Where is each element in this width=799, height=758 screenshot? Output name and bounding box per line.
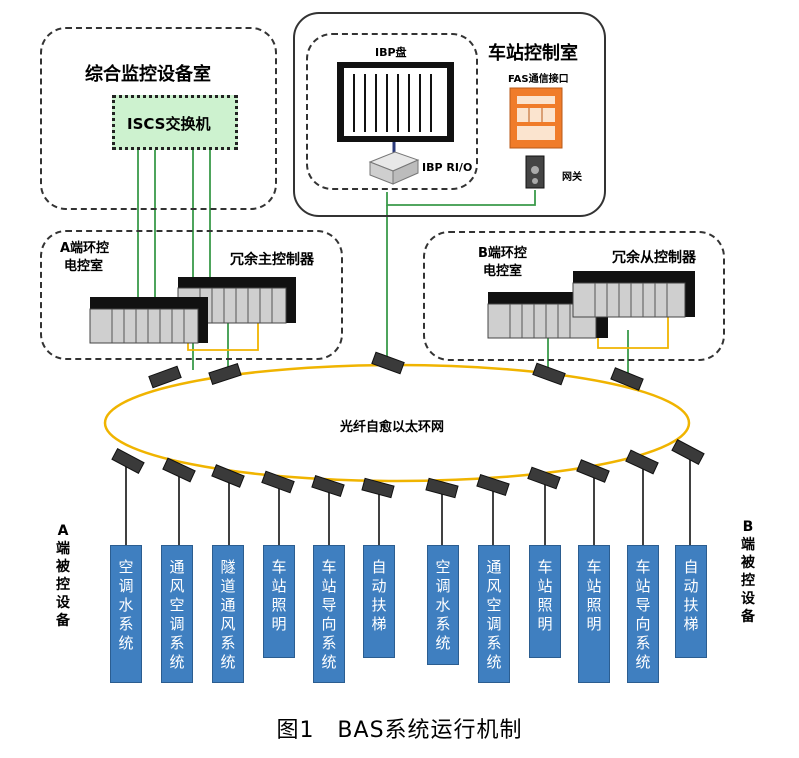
a-controller-label: 冗余主控制器 xyxy=(230,252,314,268)
device-drops xyxy=(125,457,691,545)
figure-caption: 图1 BAS系统运行机制 xyxy=(276,718,523,743)
iscs-switch-label: ISCS交换机 xyxy=(127,115,211,133)
monitor-room-box xyxy=(40,27,277,210)
b-side-label: B端被控设备 xyxy=(741,519,755,625)
gateway-label: 网关 xyxy=(562,172,582,183)
ibp-panel-label: IBP盘 xyxy=(375,46,407,59)
b-room-title-2: 电控室 xyxy=(483,264,523,279)
ibp-inner-box xyxy=(306,33,478,190)
device-box: 空调水系统 xyxy=(110,545,142,683)
b-controller-label: 冗余从控制器 xyxy=(612,250,696,266)
device-box: 空调水系统 xyxy=(427,545,459,665)
gateway-graphic xyxy=(525,155,545,189)
device-box: 自动扶梯 xyxy=(363,545,395,658)
a-controllers xyxy=(89,277,296,344)
b-room-box xyxy=(423,231,725,361)
monitor-room-title: 综合监控设备室 xyxy=(85,64,211,85)
a-room-box xyxy=(40,230,343,360)
device-box: 隧道通风系统 xyxy=(212,545,244,683)
a-side-label: A端被控设备 xyxy=(56,523,70,629)
a-room-title-1: A端环控 xyxy=(60,241,110,256)
ibp-rio-label: IBP RI/O xyxy=(422,161,473,174)
device-box: 通风空调系统 xyxy=(478,545,510,683)
device-box: 车站导向系统 xyxy=(313,545,345,683)
ring-nodes xyxy=(111,351,705,499)
fas-interface-graphic xyxy=(509,87,563,149)
control-room-box xyxy=(293,12,606,217)
ring-label: 光纤自愈以太环网 xyxy=(340,420,445,435)
iscs-switch xyxy=(112,95,238,150)
device-box: 车站照明 xyxy=(263,545,295,658)
a-room-title-2: 电控室 xyxy=(64,259,104,274)
device-box: 通风空调系统 xyxy=(161,545,193,683)
device-box: 车站导向系统 xyxy=(627,545,659,683)
ibp-panel-graphic xyxy=(337,62,454,185)
control-room-title: 车站控制室 xyxy=(488,43,578,64)
device-box: 车站照明 xyxy=(529,545,561,658)
b-controllers xyxy=(487,271,695,339)
device-box: 车站照明 xyxy=(578,545,610,683)
device-box: 自动扶梯 xyxy=(675,545,707,658)
fas-interface-label: FAS通信接口 xyxy=(508,74,569,85)
b-room-title-1: B端环控 xyxy=(478,246,527,261)
